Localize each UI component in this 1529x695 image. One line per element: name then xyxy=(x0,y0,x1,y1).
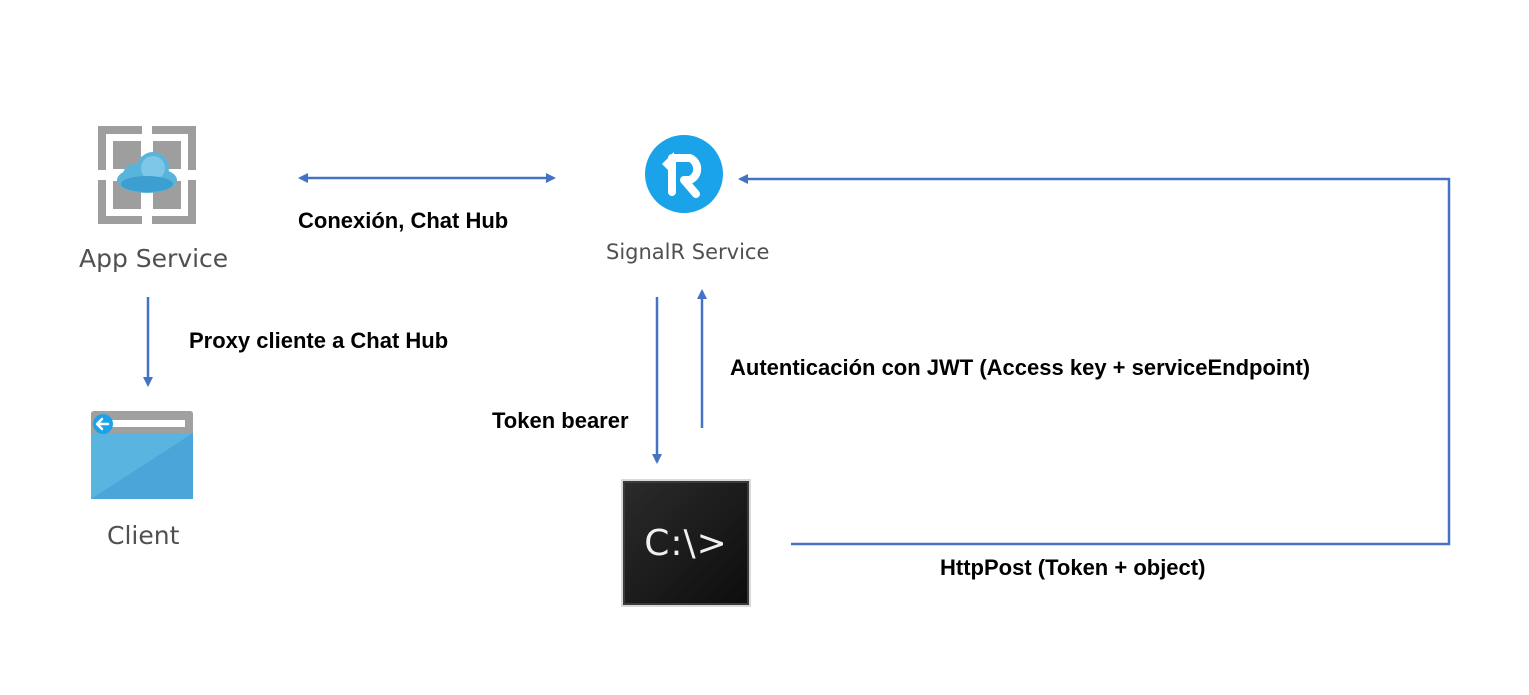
client-label: Client xyxy=(107,521,180,550)
console-icon: C:\> xyxy=(621,479,751,607)
browser-window-icon xyxy=(91,411,193,499)
signalr-icon xyxy=(645,135,723,213)
console-prompt: C:\> xyxy=(644,523,728,564)
httppost-arrow xyxy=(738,174,1451,546)
connection-label: Conexión, Chat Hub xyxy=(298,208,509,233)
proxy-label: Proxy cliente a Chat Hub xyxy=(189,328,449,353)
app-service-icon xyxy=(98,126,196,224)
app-service-label: App Service xyxy=(79,244,229,273)
auth-label: Autenticación con JWT (Access key + serv… xyxy=(730,355,1311,380)
httppost-label: HttpPost (Token + object) xyxy=(940,555,1206,580)
token-label: Token bearer xyxy=(492,408,629,433)
signalr-label: SignalR Service xyxy=(606,240,770,264)
